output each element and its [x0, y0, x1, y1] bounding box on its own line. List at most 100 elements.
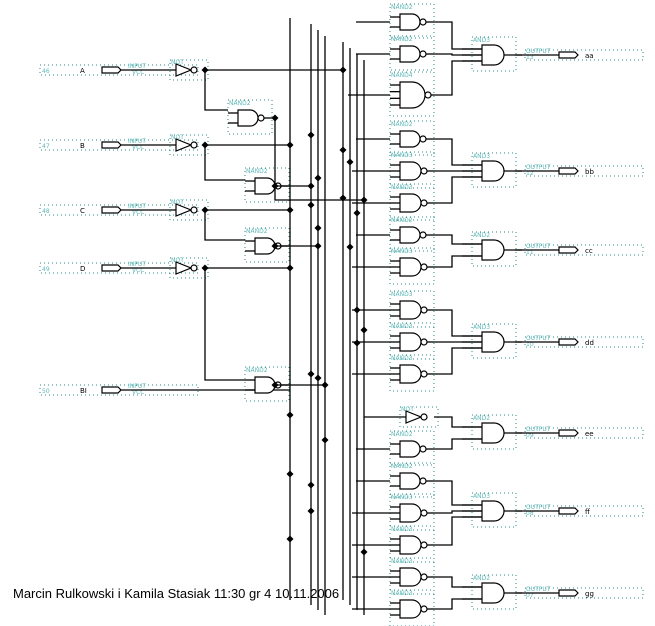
- nand2-gate: NAND2: [244, 366, 290, 402]
- gate-type-label: AND3: [473, 493, 490, 500]
- input-type-label: INPUT: [128, 203, 146, 210]
- inversion-bubble: [420, 306, 428, 314]
- nand2-gate: NAND2: [244, 227, 290, 263]
- input-type-label: INPUT: [128, 261, 146, 268]
- and-gate-icon: [481, 500, 505, 522]
- nand-gate-icon: [399, 193, 422, 213]
- inversion-bubble: [190, 264, 198, 272]
- junction-dot: [360, 548, 368, 556]
- gate-box: [471, 492, 517, 528]
- decoder-to-and-wire: [434, 60, 482, 96]
- gate-type-label: NAND4: [391, 72, 413, 79]
- gate-type-label: NOT: [171, 134, 184, 141]
- input-vcc-label: VCC: [132, 144, 144, 151]
- gate-type-label: NAND3: [391, 248, 413, 255]
- nand-gate-icon: [399, 332, 422, 352]
- junction-dot: [314, 174, 322, 182]
- input-type-label: INPUT: [128, 63, 146, 70]
- gate-box: [389, 3, 435, 39]
- not-gate-icon: [175, 138, 193, 152]
- nand3-gate: NAND3: [389, 493, 435, 531]
- pin-number: 09: [526, 432, 534, 439]
- gate-type-label: AND3: [473, 37, 490, 44]
- junction-dot: [307, 370, 315, 378]
- input-connector-icon: [101, 206, 122, 214]
- input-vcc-label: VCC: [132, 267, 144, 274]
- inversion-bubble: [190, 66, 198, 74]
- nand3-gate: NAND3: [389, 525, 435, 563]
- gate-box: [389, 35, 435, 71]
- nand-gate-icon: [399, 567, 422, 587]
- junction-dot: [353, 339, 361, 347]
- nand-gate-icon: [399, 364, 422, 384]
- gate-type-label: NAND3: [391, 494, 413, 501]
- wire: [204, 145, 245, 181]
- gate-type-label: NOT: [401, 406, 414, 413]
- nand3-gate: NAND3: [389, 151, 435, 189]
- output-name: ee: [585, 430, 594, 438]
- nand-gate-icon: [399, 81, 426, 109]
- and3-gate: AND3: [471, 323, 517, 359]
- gate-type-label: AND3: [473, 153, 490, 160]
- inversion-bubble: [424, 91, 432, 99]
- gate-type-label: NAND2: [391, 463, 413, 470]
- and2-gate: AND2: [471, 414, 517, 450]
- pin-number: 49: [42, 266, 50, 273]
- input-name: B: [80, 142, 85, 150]
- junction-dot: [360, 196, 368, 204]
- input-type-label: INPUT: [128, 383, 146, 390]
- gate-type-label: NAND2: [229, 100, 251, 107]
- junction-dot: [314, 242, 322, 250]
- output-name: bb: [585, 168, 594, 176]
- gate-box: [389, 430, 435, 466]
- decoder-to-and-wire: [434, 21, 482, 50]
- input-name: D: [80, 265, 85, 273]
- gate-type-label: NAND2: [391, 431, 413, 438]
- wire: [204, 70, 228, 111]
- nand-gate-icon: [399, 226, 421, 244]
- junction-dot: [307, 507, 315, 515]
- output-type-label: OUTPUT: [526, 504, 551, 511]
- gate-type-label: NAND3: [391, 291, 413, 298]
- and-gate-icon: [481, 44, 505, 66]
- decoder-to-and-wire: [434, 347, 482, 375]
- gate-box: [471, 414, 517, 450]
- junction-dot: [353, 209, 361, 217]
- gate-box: [389, 462, 435, 498]
- inversion-bubble: [257, 114, 265, 122]
- pin-number: 47: [42, 143, 50, 150]
- junction-dot: [286, 264, 294, 272]
- output-name: cc: [585, 247, 593, 255]
- decoder-to-and-wire: [434, 516, 482, 546]
- junction-dot: [286, 411, 294, 419]
- and2-gate: AND2: [471, 574, 517, 610]
- output-connector-icon: [558, 338, 579, 346]
- inversion-bubble: [420, 541, 428, 549]
- gate-type-label: NAND2: [391, 36, 413, 43]
- nand2-gate: NAND2: [227, 99, 273, 135]
- nand-gate-icon: [399, 535, 422, 555]
- and-gate-icon: [481, 239, 505, 261]
- output-type-label: OUTPUT: [526, 586, 551, 593]
- gate-type-label: NAND3: [391, 590, 413, 597]
- output-name: dd: [585, 339, 594, 347]
- junction-dot: [307, 201, 315, 209]
- pin-number: 11: [526, 249, 534, 256]
- not-gate: NOT: [169, 134, 209, 156]
- nand3-gate: NAND3: [389, 354, 435, 392]
- inversion-bubble: [420, 370, 428, 378]
- and-gate-icon: [481, 331, 505, 353]
- output-connector-icon: [558, 429, 579, 437]
- gate-box: [471, 152, 517, 188]
- nand3-gate: NAND3: [389, 247, 435, 285]
- gate-type-label: AND2: [473, 575, 490, 582]
- gate-type-label: NAND2: [391, 217, 413, 224]
- junction-dot: [321, 436, 329, 444]
- output-name: aa: [585, 52, 594, 60]
